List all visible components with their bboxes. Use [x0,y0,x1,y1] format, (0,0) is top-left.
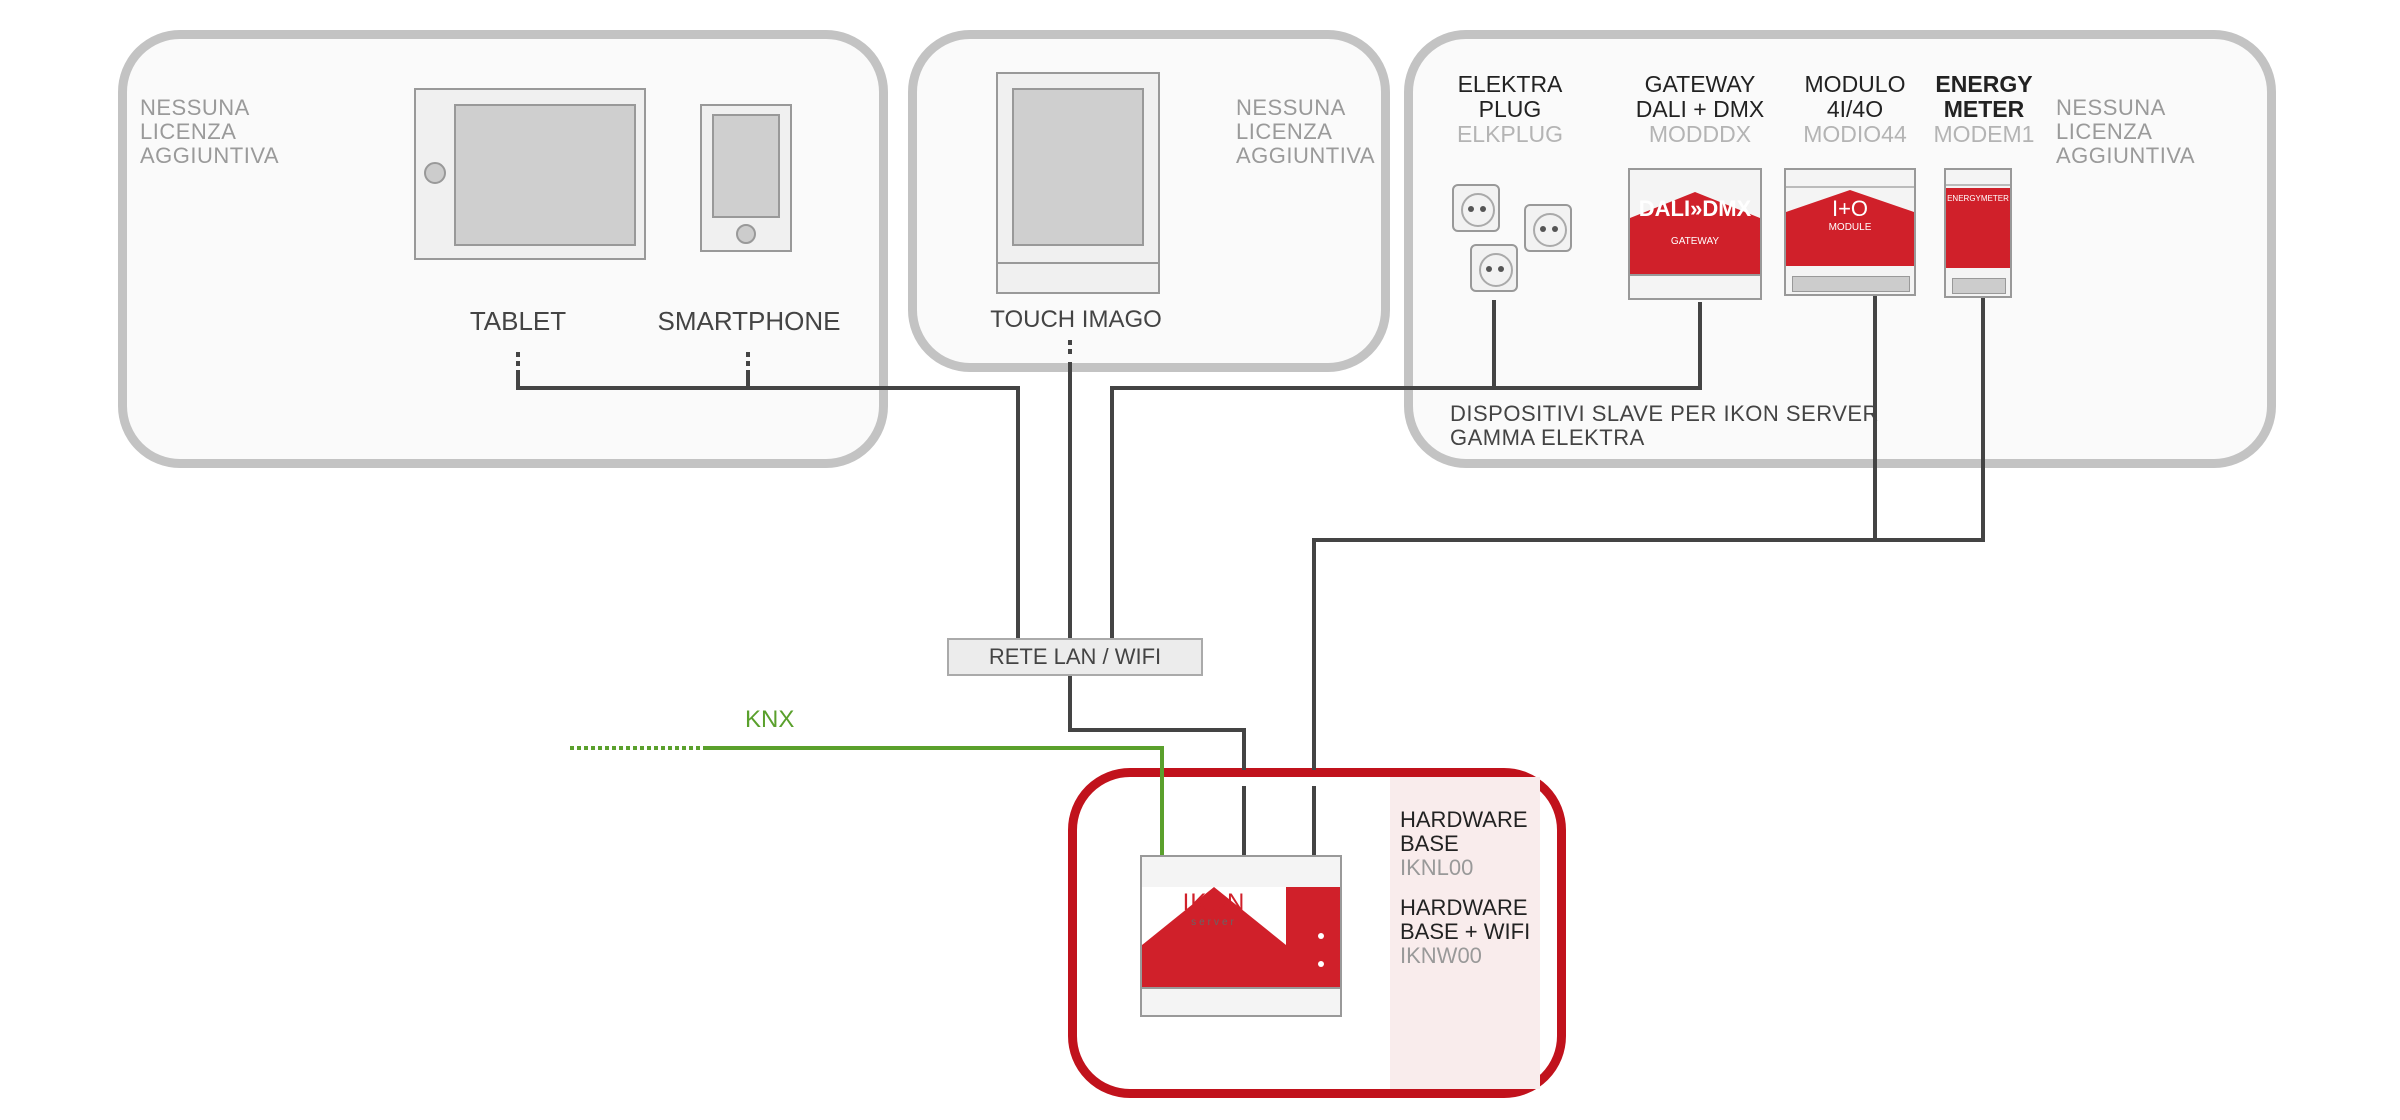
power-led-icon [1318,933,1324,939]
ikon-server-device: IKON server [1140,855,1342,1017]
hardware-base-label: HARDWARE BASE IKNL00 [1400,807,1528,880]
tablet-label: TABLET [469,306,567,336]
lan-wifi-box: RETE LAN / WIFI [947,638,1203,676]
energy-meter-device: ENERGYMETER [1944,168,2012,298]
server-panel-tint [1390,777,1540,1089]
smartphone-label: SMARTPHONE [657,306,841,336]
gateway-sub-label: GATEWAY [1670,236,1720,247]
tablet-screen [454,104,636,246]
tablet-device [414,88,646,260]
touch-screen [1012,88,1144,246]
hardware-wifi-label: HARDWARE BASE + WIFI IKNW00 [1400,895,1531,968]
smartphone-device [700,104,792,252]
slave-caption: DISPOSITIVI SLAVE PER IKON SERVER GAMMA … [1450,401,1879,450]
modulo-title: MODULO 4I/4O MODIO44 [1803,71,1907,147]
smartphone-home-icon [736,224,756,244]
ikon-server-sub: server [1191,917,1237,928]
touch-imago-device [996,72,1160,294]
modulo-sub-label: MODULE [1828,222,1872,233]
modulo-device: I+O MODULE [1784,168,1916,296]
touch-bottom-bar [998,262,1158,264]
gateway-device: DALI»DMX GATEWAY [1628,168,1762,300]
tablet-home-icon [424,162,446,184]
gateway-title: GATEWAY DALI + DMX MODDDX [1635,71,1765,147]
touch-imago-label: TOUCH IMAGO [990,306,1162,333]
socket-icon [1470,244,1518,292]
modulo-face-label: I+O [1831,196,1869,221]
energy-face-label: ENERGYMETER [1947,194,2009,203]
knx-label: KNX [745,706,795,733]
elektra-plug-title: ELEKTRA PLUG ELKPLUG [1456,71,1564,147]
smartphone-screen [712,114,780,218]
socket-icon [1524,204,1572,252]
service-led-icon [1318,961,1324,967]
energy-meter-title: ENERGY METER MODEM1 [1933,71,2035,147]
lan-wifi-label: RETE LAN / WIFI [988,644,1162,669]
socket-icon [1452,184,1500,232]
gateway-face-label: DALI»DMX [1638,196,1752,221]
ikon-logo: IKON [1182,889,1246,916]
